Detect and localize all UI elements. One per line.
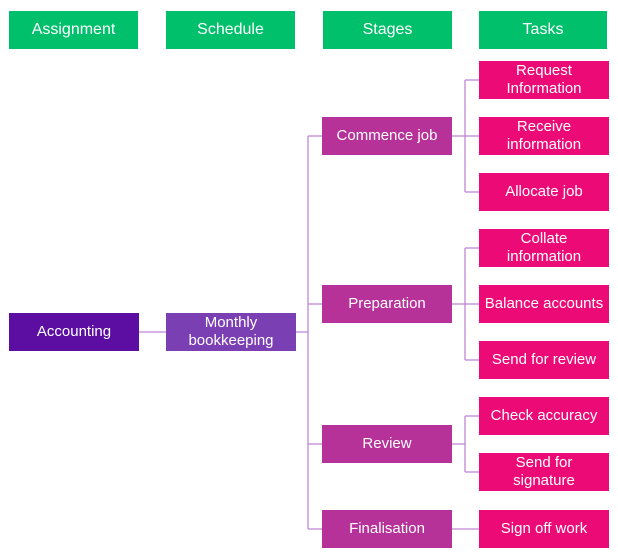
task-receive-information: Receive information [479, 117, 609, 155]
assignment-node: Accounting [9, 313, 139, 351]
task-send-for-signature: Send for signature [479, 453, 609, 491]
task-check-accuracy: Check accuracy [479, 397, 609, 435]
stage-finalisation: Finalisation [322, 510, 452, 548]
header-tasks: Tasks [479, 11, 607, 49]
stage-review: Review [322, 425, 452, 463]
task-request-information: Request Information [479, 61, 609, 99]
stage-commence-job: Commence job [322, 117, 452, 155]
header-schedule: Schedule [166, 11, 295, 49]
header-stages: Stages [323, 11, 452, 49]
header-assignment: Assignment [9, 11, 138, 49]
task-balance-accounts: Balance accounts [479, 285, 609, 323]
task-send-for-review: Send for review [479, 341, 609, 379]
stage-preparation: Preparation [322, 285, 452, 323]
connector-group [139, 79, 479, 530]
task-collate-information: Collate information [479, 229, 609, 267]
task-sign-off-work: Sign off work [479, 510, 609, 548]
schedule-node: Monthly bookkeeping [166, 313, 296, 351]
task-allocate-job: Allocate job [479, 173, 609, 211]
